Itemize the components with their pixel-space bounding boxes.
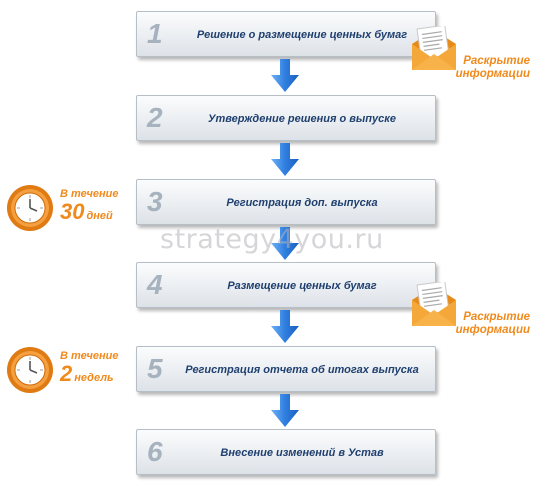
- step-2: 2 Утверждение решения о выпуске: [136, 95, 436, 141]
- clock-icon: [7, 185, 53, 231]
- term-prefix: В течение: [60, 350, 119, 362]
- envelope-with-document-icon: [412, 26, 456, 70]
- term-prefix: В течение: [60, 188, 119, 200]
- step-number: 1: [147, 18, 163, 49]
- term-unit: недель: [74, 372, 114, 384]
- term-number: 30: [60, 199, 85, 224]
- step-label: Утверждение решения о выпуске: [208, 113, 396, 125]
- term-number: 2: [60, 361, 73, 386]
- step-label: Регистрация отчета об итогах выпуска: [185, 364, 419, 376]
- step-6: 6 Внесение изменений в Устав: [136, 429, 436, 475]
- down-arrow-icon: [271, 394, 299, 427]
- step-number: 2: [147, 102, 163, 133]
- down-arrow-icon: [271, 310, 299, 343]
- step-label: Регистрация доп. выпуска: [226, 197, 378, 209]
- disclosure-line: Раскрытие: [463, 311, 530, 323]
- step-number: 4: [147, 269, 163, 300]
- term-unit: дней: [86, 210, 113, 222]
- disclosure-line: информации: [455, 68, 530, 80]
- disclosure-label: Раскрытие информации: [456, 311, 530, 337]
- watermark: strategy4you.ru: [160, 224, 384, 255]
- disclosure-line: информации: [455, 324, 530, 336]
- disclosure-line: Раскрытие: [463, 55, 530, 67]
- step-3: 3 Регистрация доп. выпуска: [136, 179, 436, 225]
- step-label: Внесение изменений в Устав: [220, 447, 384, 459]
- envelope-with-document-icon: [412, 282, 456, 326]
- disclosure-label: Раскрытие информации: [456, 55, 530, 81]
- step-label: Размещение ценных бумаг: [227, 280, 377, 292]
- clock-icon: [7, 347, 53, 393]
- down-arrow-icon: [271, 143, 299, 176]
- step-label: Решение о размещение ценных бумаг: [196, 29, 408, 41]
- down-arrow-icon: [271, 59, 299, 92]
- step-number: 3: [147, 186, 163, 217]
- step-5: 5 Регистрация отчета об итогах выпуска: [136, 346, 436, 392]
- step-4: 4 Размещение ценных бумаг: [136, 262, 436, 308]
- step-1: 1 Решение о размещение ценных бумаг: [136, 11, 436, 57]
- step-number: 5: [147, 353, 163, 384]
- step-number: 6: [147, 436, 163, 467]
- down-arrow-icon: [271, 227, 299, 260]
